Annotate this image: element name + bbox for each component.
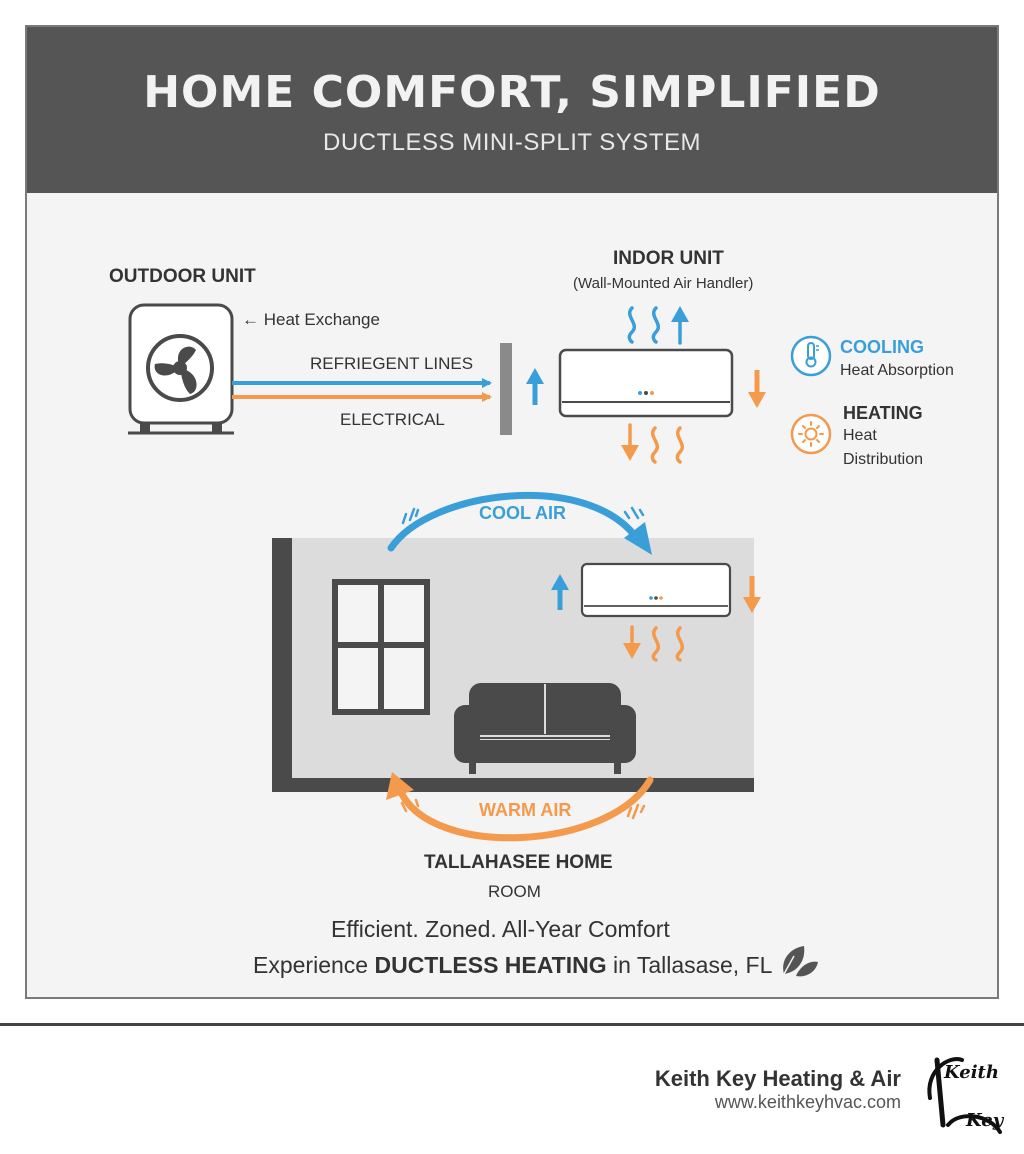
thermometer-icon	[790, 335, 832, 377]
heat-exchange-label: ← Heat Exchange	[242, 310, 380, 329]
couch-icon	[454, 683, 636, 774]
cool-air-out-icon	[627, 306, 682, 345]
warm-air-out-icon	[628, 423, 684, 464]
window-icon	[332, 579, 430, 715]
tagline-line1: Efficient. Zoned. All-Year Comfort	[331, 916, 670, 942]
header-banner: HOME COMFORT, SIMPLIFIED DUCTLESS MINI-S…	[27, 27, 997, 193]
indoor-unit-subtitle: (Wall-Mounted Air Handler)	[573, 275, 754, 292]
outdoor-unit	[128, 303, 234, 435]
tagline-post: in Tallasase, FL	[606, 952, 773, 978]
indoor-unit	[558, 348, 734, 418]
page-subtitle: DUCTLESS MINI-SPLIT SYSTEM	[323, 129, 701, 156]
cooling-title: COOLING	[840, 337, 924, 357]
arrow-down-icon	[748, 370, 766, 408]
heating-desc-1: Heat	[843, 427, 877, 444]
company-name: Keith Key Heating & Air	[654, 1066, 901, 1091]
company-url[interactable]: www.keithkeyhvac.com	[714, 1092, 901, 1112]
refrigerant-lines-label: REFRIEGENT LINES	[310, 354, 474, 373]
room-indoor-unit	[580, 562, 732, 618]
room-sublabel: ROOM	[488, 882, 541, 901]
tagline-line2: Experience DUCTLESS HEATING in Tallasase…	[253, 952, 772, 979]
tagline-bold: DUCTLESS HEATING	[374, 952, 607, 978]
sun-icon	[790, 413, 832, 455]
wall-section	[500, 343, 512, 435]
arrow-up-icon	[526, 368, 544, 405]
tagline-pre: Experience	[253, 952, 375, 978]
room-scene	[272, 538, 761, 792]
outdoor-unit-title: OUTDOOR UNIT	[109, 266, 256, 287]
room-label: TALLAHASEE HOME	[424, 852, 613, 873]
heating-title: HEATING	[843, 403, 923, 423]
page-title: HOME COMFORT, SIMPLIFIED	[143, 67, 881, 118]
cool-air-label: COOL AIR	[479, 503, 567, 523]
logo-text-2: Key	[966, 1110, 1004, 1131]
leaf-icon	[783, 946, 818, 977]
cool-air-arc	[387, 491, 652, 555]
footer-divider	[0, 1023, 1024, 1026]
company-logo	[916, 1046, 1006, 1146]
cooling-desc: Heat Absorption	[840, 362, 954, 379]
heating-desc-2: Distribution	[843, 451, 924, 468]
warm-air-arc	[386, 772, 654, 842]
warm-air-label: WARM AIR	[479, 800, 572, 820]
fan-icon	[146, 334, 214, 402]
electrical-label: ELECTRICAL	[340, 410, 445, 429]
logo-text-1: Keith	[944, 1062, 999, 1083]
indoor-unit-title: INDOR UNIT	[613, 248, 724, 269]
